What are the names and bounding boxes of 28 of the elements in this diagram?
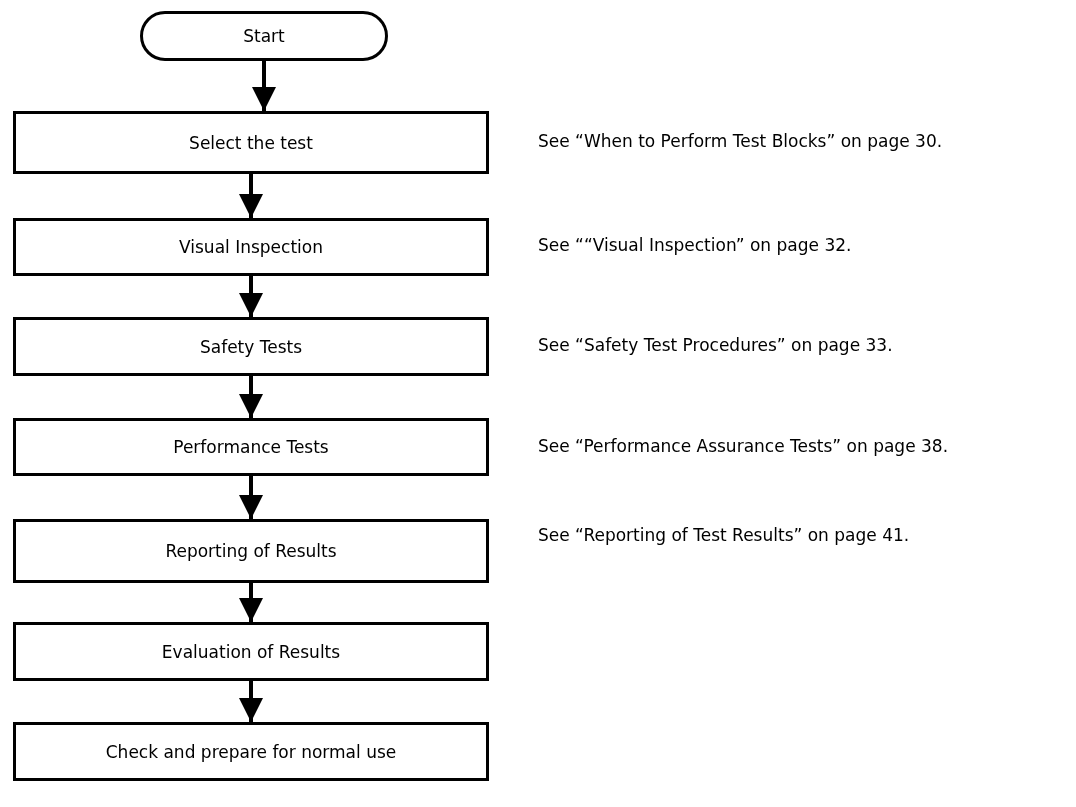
arrow	[239, 174, 263, 218]
step-label: Start	[243, 26, 285, 46]
step-label: Check and prepare for normal use	[105, 741, 397, 762]
reference-note: See “When to Perform Test Blocks” on page 30.	[538, 131, 943, 151]
process-box	[13, 418, 489, 476]
process-box	[13, 111, 489, 174]
reference-note: See ““Visual Inspection” on page 32.	[538, 235, 852, 255]
process-box	[13, 519, 489, 583]
step-label: Performance Tests	[173, 437, 329, 457]
step-label: Safety Tests	[199, 336, 303, 357]
arrow	[239, 276, 263, 317]
step-label: Select the test	[189, 132, 313, 153]
process-box	[13, 218, 489, 276]
step-label: Visual Inspection	[179, 237, 323, 257]
step-label: Reporting of Results	[165, 541, 337, 561]
arrow	[239, 681, 263, 722]
arrow	[239, 583, 263, 622]
step-label: Evaluation of Results	[161, 641, 341, 662]
arrow	[239, 476, 263, 519]
reference-note: See “Safety Test Procedures” on page 33.	[538, 335, 893, 355]
process-box	[13, 622, 489, 681]
arrow	[239, 376, 263, 418]
process-box	[13, 722, 489, 781]
reference-note: See “Performance Assurance Tests” on page 38.	[538, 436, 949, 456]
reference-note: See “Reporting of Test Results” on page 41.	[538, 525, 910, 545]
terminal-box	[140, 11, 388, 61]
arrow	[252, 61, 276, 111]
process-box	[13, 317, 489, 376]
